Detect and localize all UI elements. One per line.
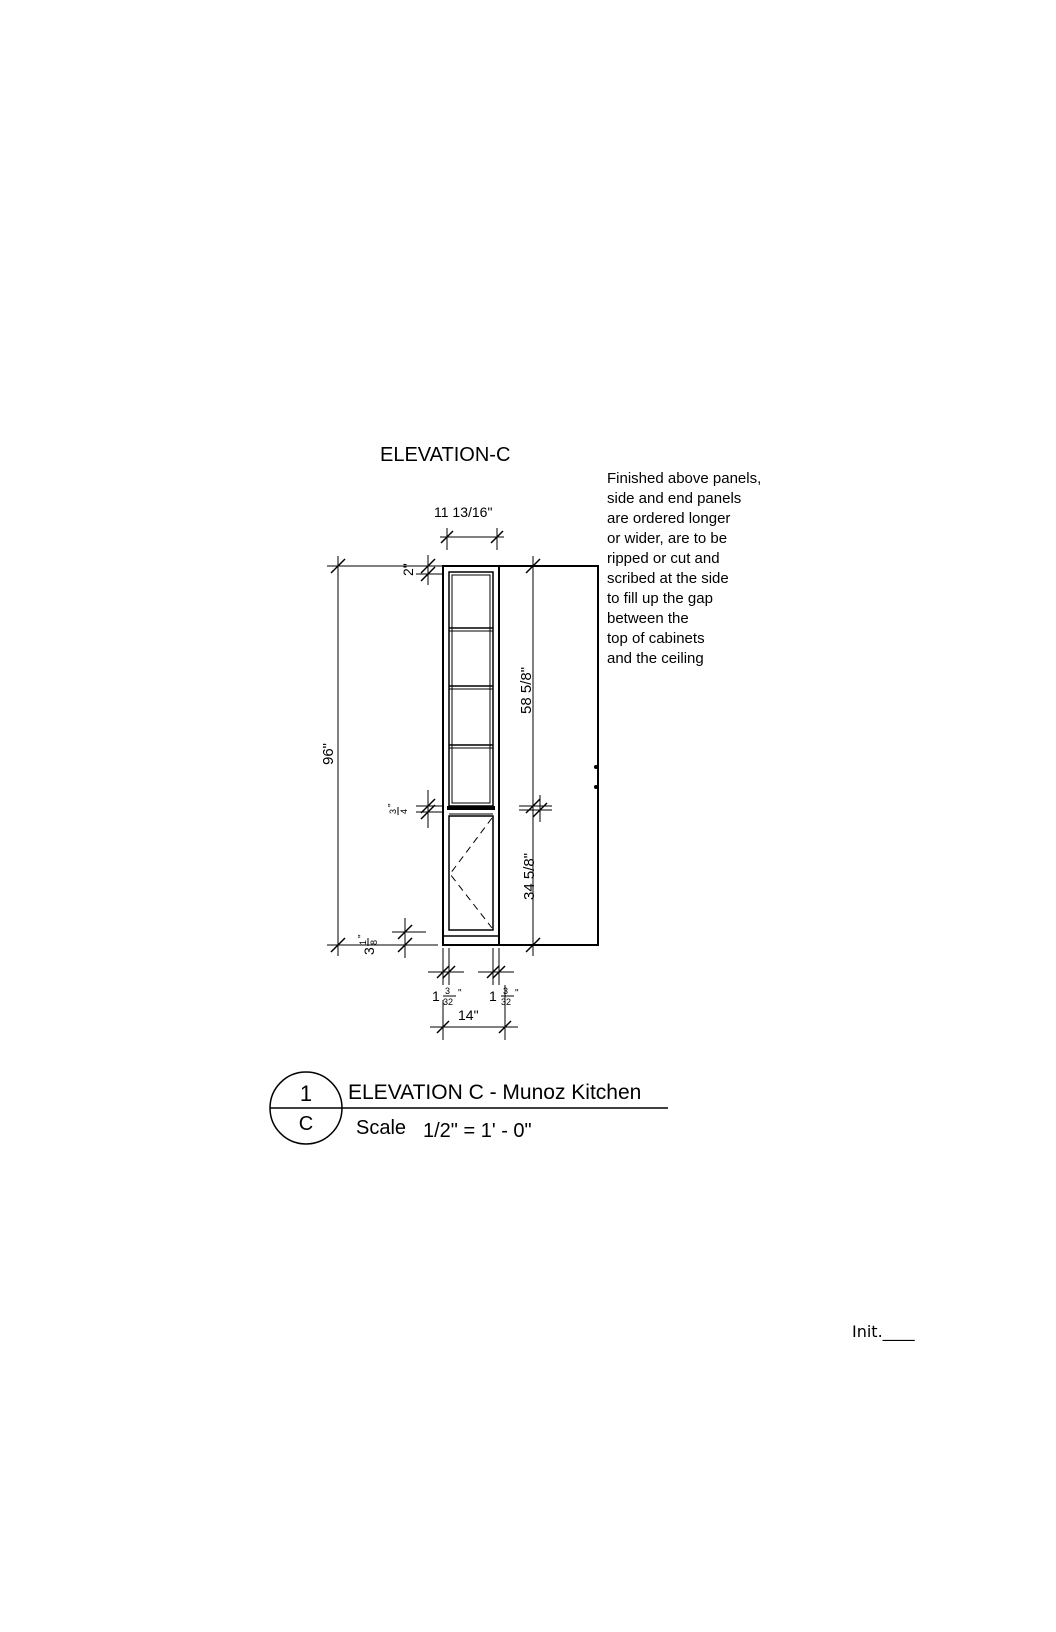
- lower-door-frame: [448, 815, 494, 931]
- dim-tick: [330, 937, 346, 953]
- tall-cabinet-outline: [442, 565, 500, 946]
- fraction-numerator: 3: [503, 986, 508, 996]
- dim-label-shelf: 3 4 ": [387, 803, 409, 815]
- dim-label-lower-section: 34 5/8": [521, 853, 538, 900]
- title-block: 1 C ELEVATION C - Munoz Kitchen Scale 1/…: [269, 1071, 668, 1145]
- cabinet-elevation: [442, 565, 599, 946]
- dim-tick: [525, 937, 541, 953]
- dim-tick: [492, 965, 506, 979]
- dim-tick: [490, 530, 504, 544]
- dim-tick: [420, 558, 436, 574]
- note-line: ripped or cut and: [607, 550, 720, 567]
- inch-mark: ": [357, 934, 368, 938]
- dim-tick: [420, 798, 436, 814]
- dim-tick: [532, 802, 548, 818]
- hinge-mark: [594, 765, 598, 769]
- dim-label-top-width: 11 13/16": [434, 504, 492, 520]
- dim-label-top-rail: 2": [400, 563, 416, 576]
- dim-tick: [420, 804, 436, 820]
- note-line: side and end panels: [607, 490, 741, 507]
- fixed-shelf: [447, 806, 495, 810]
- dimension-labels: 11 13/16" 2" 96" 58 5/8" 34 5/8" 3 4 " 3…: [320, 504, 538, 1023]
- dim-tick: [440, 530, 454, 544]
- fraction-numerator: 1: [358, 940, 368, 945]
- dim-label-bottom-width: 14": [458, 1007, 479, 1023]
- detail-number: 1: [300, 1081, 312, 1106]
- fraction-numerator: 3: [388, 809, 398, 814]
- initials-field: Init.____: [852, 1322, 915, 1341]
- dim-label-left-stile: 1 3 32 ": [432, 986, 462, 1007]
- note-line: top of cabinets: [607, 630, 705, 647]
- dim-tick: [420, 566, 436, 582]
- inch-mark: ": [515, 988, 519, 999]
- panel-note: Finished above panels, side and end pane…: [607, 470, 761, 667]
- note-line: Finished above panels,: [607, 470, 761, 487]
- note-line: and the ceiling: [607, 650, 704, 667]
- dim-label-right-stile: 1 3 32 ": [489, 986, 519, 1007]
- fraction-denominator: 32: [501, 997, 511, 1007]
- inch-mark: ": [387, 803, 398, 807]
- dim-tick: [525, 558, 541, 574]
- dim-label-overall-height: 96": [320, 743, 337, 765]
- fraction-whole: 1: [489, 988, 497, 1004]
- fraction-whole: 1: [432, 988, 440, 1004]
- inch-mark: ": [458, 988, 462, 999]
- sheet-letter: C: [299, 1113, 313, 1135]
- fraction-denominator: 8: [369, 940, 379, 945]
- dim-tick: [397, 937, 413, 953]
- drawing-title: ELEVATION-C: [380, 444, 510, 466]
- note-line: between the: [607, 610, 689, 627]
- dim-tick: [525, 798, 541, 814]
- fraction-denominator: 4: [399, 809, 409, 814]
- dim-tick: [486, 965, 500, 979]
- dim-tick: [436, 965, 450, 979]
- dim-tick: [498, 1020, 512, 1034]
- view-title: ELEVATION C - Munoz Kitchen: [348, 1081, 641, 1104]
- dim-label-toe-kick: 3 1 8 ": [357, 934, 379, 955]
- fraction-whole: 3: [361, 947, 377, 955]
- door-swing-indicator: [449, 817, 493, 929]
- dim-tick: [442, 965, 456, 979]
- scale-value: 1/2" = 1' - 0": [423, 1120, 532, 1142]
- scale-label: Scale: [356, 1117, 406, 1139]
- dim-tick: [436, 1020, 450, 1034]
- dim-tick: [330, 558, 346, 574]
- note-line: to fill up the gap: [607, 590, 713, 607]
- note-line: or wider, are to be: [607, 530, 727, 547]
- dim-tick: [397, 924, 413, 940]
- end-panel: [498, 565, 599, 946]
- dim-label-upper-section: 58 5/8": [518, 667, 535, 714]
- note-line: are ordered longer: [607, 510, 730, 527]
- fraction-denominator: 32: [443, 997, 453, 1007]
- fraction-numerator: 3: [445, 986, 450, 996]
- dimension-lines: [327, 528, 552, 1040]
- note-line: scribed at the side: [607, 570, 729, 587]
- hinge-mark: [594, 785, 598, 789]
